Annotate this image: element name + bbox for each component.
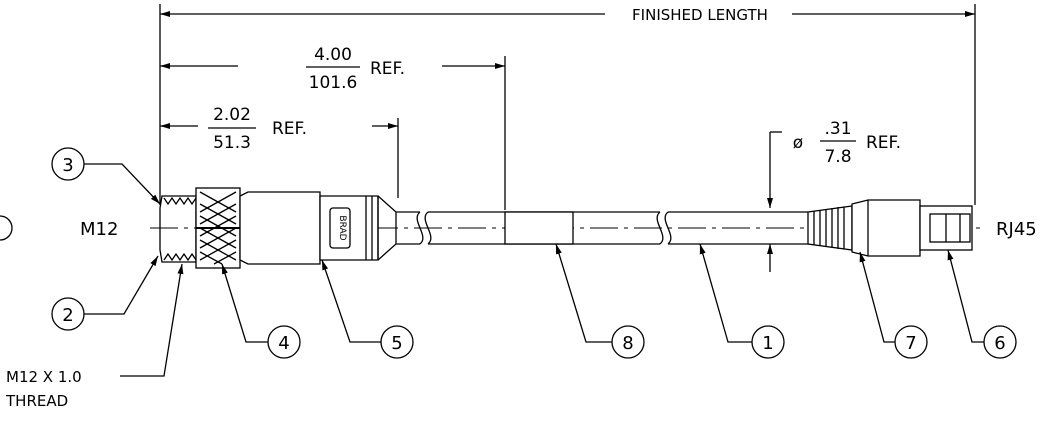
left-edge-partial-circle	[0, 215, 13, 241]
length-4-00-dimension	[160, 63, 505, 69]
balloon-6: 6	[994, 333, 1005, 354]
end-labels: M12 RJ45 M12 X 1.0 THREAD BRAD	[5, 215, 1037, 410]
balloon-leaders	[84, 163, 984, 377]
length-2-02-dimension	[160, 123, 398, 129]
balloon-4: 4	[278, 333, 289, 354]
dim1-inch-value: 4.00	[314, 45, 352, 65]
diameter-symbol: ø	[793, 133, 803, 153]
balloon-1: 1	[762, 333, 773, 354]
cable-segment-middle	[428, 211, 672, 245]
dim2-ref: REF.	[272, 119, 307, 139]
balloon-numbers: 3 2 4 5 8 1 7 6	[62, 155, 1005, 354]
balloon-2: 2	[62, 305, 73, 326]
diameter-dimension	[767, 131, 856, 272]
rj45-end-label: RJ45	[996, 219, 1037, 240]
diameter-mm-value: 7.8	[824, 147, 851, 167]
cable-segment-left	[396, 211, 432, 245]
dim1-ref: REF.	[370, 59, 405, 79]
m12-overmold-body	[239, 191, 397, 265]
rj45-plug	[851, 199, 973, 257]
rj45-boot	[807, 205, 853, 251]
dim2-inch-value: 2.02	[213, 105, 251, 125]
balloon-8: 8	[622, 333, 633, 354]
dim1-mm-value: 101.6	[309, 73, 358, 93]
balloon-7: 7	[905, 333, 916, 354]
diameter-inch-value: .31	[824, 119, 851, 139]
m12-end-label: M12	[80, 219, 118, 240]
m12-coupling-thread	[159, 195, 197, 263]
dim2-mm-value: 51.3	[213, 133, 251, 153]
thread-spec-line1: M12 X 1.0	[6, 368, 82, 386]
finished-length-label: FINISHED LENGTH	[632, 6, 768, 24]
diameter-ref: REF.	[866, 133, 901, 153]
cable-segment-right	[668, 211, 808, 245]
thread-spec-line2: THREAD	[5, 392, 68, 410]
balloon-3: 3	[62, 155, 73, 176]
dimension-texts: FINISHED LENGTH 4.00 101.6 REF. 2.02 51.…	[213, 6, 901, 167]
balloon-5: 5	[391, 333, 402, 354]
overmold-brand-mark: BRAD	[337, 215, 347, 240]
knurled-coupling-nut	[195, 187, 241, 269]
